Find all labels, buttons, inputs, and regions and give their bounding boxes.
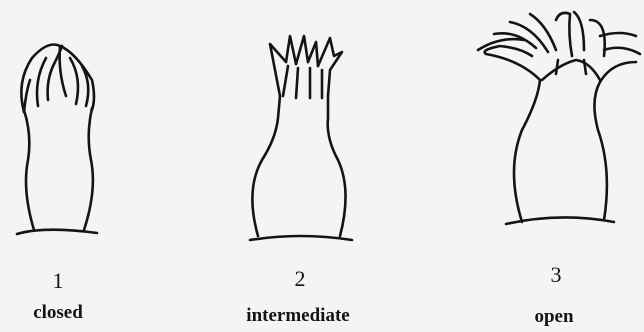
stage-2-label: intermediate [218,305,378,327]
polyp-open-drawing [478,12,640,224]
stage-3-label: open [474,306,634,328]
stage-1-label: closed [0,302,138,324]
polyp-intermediate-drawing [250,36,352,240]
stage-2-number: 2 [270,268,330,290]
polyp-closed-drawing [17,45,97,235]
stage-3-number: 3 [526,264,586,286]
stage-1-number: 1 [28,270,88,292]
